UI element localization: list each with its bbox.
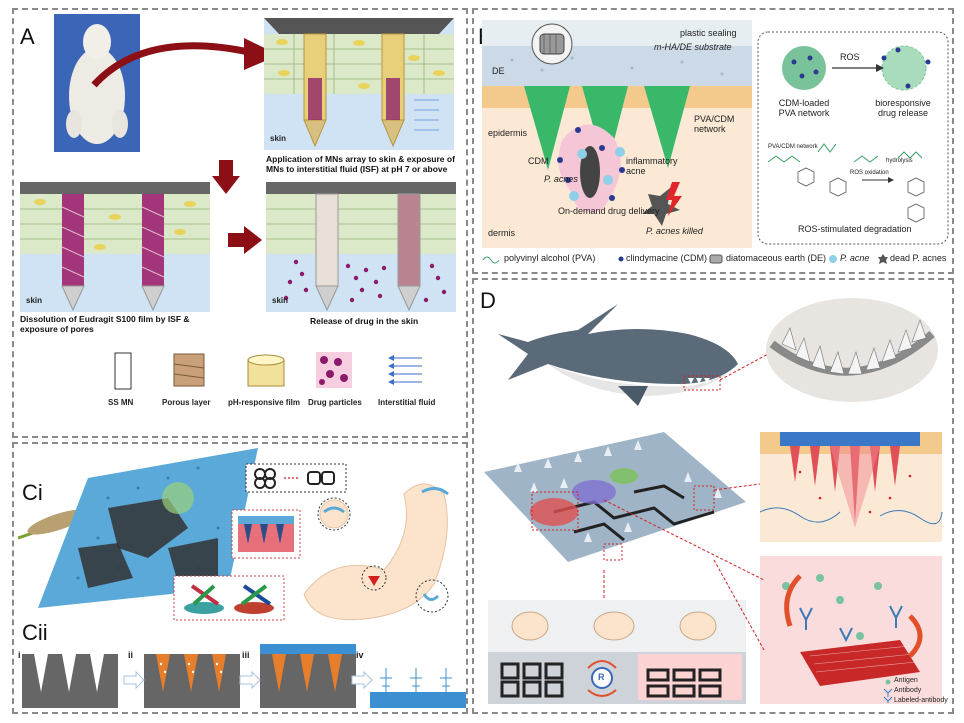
de-label: DE bbox=[492, 66, 505, 76]
fab-step-ii bbox=[144, 654, 240, 708]
mn-red-inset bbox=[231, 509, 301, 559]
pacnes-label: P. acnes bbox=[544, 174, 578, 184]
down-arrow bbox=[212, 160, 240, 194]
mouse-photo bbox=[54, 14, 140, 152]
legend-ph-film-icon bbox=[247, 354, 285, 387]
panel-b: B plastic sealing m-HA/DE substrate DE P… bbox=[472, 8, 954, 274]
chain-patch bbox=[484, 432, 746, 562]
skin-label-2: skin bbox=[26, 296, 43, 305]
legend-ss-mn-icon bbox=[114, 352, 132, 390]
ros-oxidation-label: ROS oxidation bbox=[850, 170, 889, 176]
legend-ph-film: pH-responsive film bbox=[228, 398, 301, 407]
right-arrow bbox=[228, 226, 262, 254]
ros-degradation-label: ROS-stimulated degradation bbox=[798, 224, 912, 234]
legend-antibody: Antibody bbox=[894, 687, 922, 694]
legend-pacne: P. acne bbox=[840, 253, 870, 263]
caption-dissolve: Dissolution of Eudragit S100 film by ISF… bbox=[20, 314, 190, 334]
legend-pacne-icon bbox=[829, 255, 837, 263]
legend-antigen: Antigen bbox=[894, 677, 918, 684]
cdm-label: CDM bbox=[528, 156, 549, 166]
fab-step-iv bbox=[370, 668, 466, 708]
epidermis-label: epidermis bbox=[488, 128, 528, 138]
pva-network-small-label: PVA/CDM network bbox=[768, 144, 818, 150]
legend-de: diatomaceous earth (DE) bbox=[726, 253, 827, 263]
legend-isf-icon bbox=[388, 355, 422, 385]
fab-arrows bbox=[123, 670, 373, 690]
panel-cii-label: Cii bbox=[22, 620, 48, 645]
shark-connector bbox=[719, 353, 769, 381]
legend-porous-layer-icon bbox=[173, 353, 205, 387]
dissolution-illustration bbox=[20, 182, 210, 312]
legend-labeled-antibody: Labeled-antibody bbox=[894, 697, 948, 704]
step-iv-label: iv bbox=[356, 650, 364, 660]
plastic-sealing-label: plastic sealing bbox=[680, 28, 737, 38]
legend-cdm: clindymacine (CDM) bbox=[626, 253, 708, 263]
legend-pva-icon bbox=[482, 256, 500, 264]
skin-label-3: skin bbox=[272, 296, 289, 305]
shark-teeth-inset bbox=[766, 298, 938, 402]
immunoassay-inset bbox=[760, 556, 942, 704]
shark-illustration bbox=[498, 304, 738, 406]
legend-dead-icon bbox=[878, 254, 888, 264]
panel-ci-label: Ci bbox=[22, 480, 43, 505]
ros-arrow-label: ROS bbox=[840, 52, 860, 62]
legend-ss-mn: SS MN bbox=[108, 398, 134, 407]
legend-drug-particles: Drug particles bbox=[308, 398, 362, 407]
ondemand-label: On-demand drug delivery bbox=[558, 206, 660, 216]
d-connectors bbox=[603, 483, 765, 651]
legend-cdm-icon bbox=[618, 256, 624, 262]
fab-step-i bbox=[22, 654, 118, 708]
legend-porous-layer: Porous layer bbox=[162, 398, 211, 407]
release-illustration bbox=[266, 182, 456, 312]
skin-label-1: skin bbox=[270, 134, 287, 143]
skin-acne-scene bbox=[482, 20, 752, 248]
step-i-label: i bbox=[18, 650, 21, 660]
color-sensors-inset bbox=[173, 575, 285, 621]
killed-label: P. acnes killed bbox=[646, 226, 703, 236]
fab-step-iii bbox=[260, 644, 356, 708]
r-label: R bbox=[598, 672, 605, 682]
skin-mn-inset bbox=[759, 432, 943, 542]
arm-illustration bbox=[303, 483, 449, 621]
legend-pva: polyvinyl alcohol (PVA) bbox=[504, 253, 596, 263]
ros-inset bbox=[757, 31, 949, 245]
legend-de-icon bbox=[709, 254, 723, 264]
panel-a: A skin bbox=[12, 8, 468, 438]
legend-drug-particles-icon bbox=[316, 352, 352, 388]
panel-d: D bbox=[472, 278, 954, 714]
panel-a-label: A bbox=[20, 24, 35, 49]
chain-inset bbox=[245, 463, 347, 493]
red-curve-arrow bbox=[91, 38, 279, 88]
legend-dead: dead P. acnes bbox=[890, 253, 947, 263]
patch-illustration bbox=[17, 448, 258, 608]
hydrolysis-label: hydrolysis bbox=[886, 158, 913, 164]
pva-cdm-network-label: PVA/CDM network bbox=[694, 114, 735, 134]
panel-c: Ci bbox=[12, 442, 468, 714]
panel-d-label: D bbox=[480, 288, 496, 313]
inflammatory-label: inflammatory acne bbox=[626, 156, 678, 176]
caption-release: Release of drug in the skin bbox=[310, 316, 419, 326]
caption-apply: Application of MNs array to skin & expos… bbox=[266, 154, 455, 174]
cdm-loaded-label: CDM-loaded PVA network bbox=[778, 98, 830, 118]
step-iii-label: iii bbox=[242, 650, 250, 660]
dermis-label: dermis bbox=[488, 228, 516, 238]
step-ii-label: ii bbox=[128, 650, 134, 660]
substrate-label: m-HA/DE substrate bbox=[654, 42, 732, 52]
hands-chain-inset bbox=[488, 600, 746, 704]
mn-application-illustration bbox=[264, 18, 454, 150]
legend-isf: Interstitial fluid bbox=[378, 398, 436, 407]
bioresponsive-label: bioresponsive drug release bbox=[875, 98, 931, 118]
